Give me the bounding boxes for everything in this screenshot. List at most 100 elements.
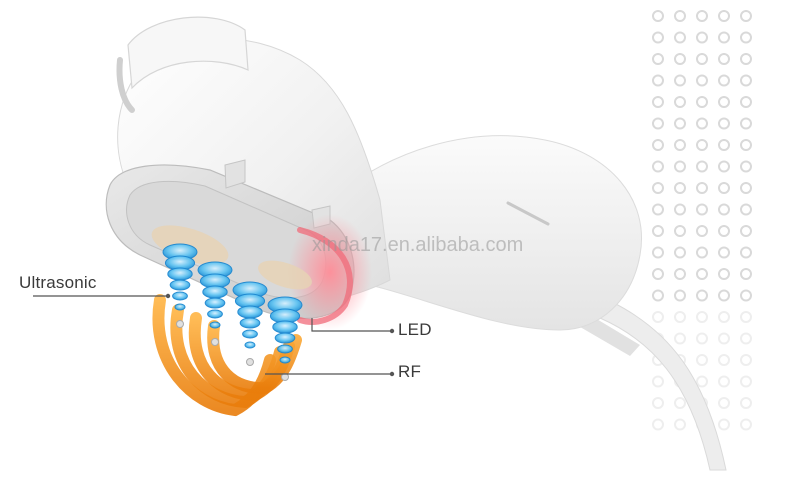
- pattern-dot: [675, 420, 685, 430]
- led-leader-dot: [390, 329, 394, 333]
- pattern-dot: [653, 269, 663, 279]
- pattern-dot: [741, 11, 751, 21]
- pattern-dot: [741, 420, 751, 430]
- pattern-dot: [697, 119, 707, 129]
- pattern-dot: [719, 248, 729, 258]
- pattern-dot: [741, 312, 751, 322]
- pattern-dot: [719, 355, 729, 365]
- pattern-dot: [697, 54, 707, 64]
- pattern-dot: [675, 97, 685, 107]
- power-cable: [600, 302, 726, 470]
- pattern-dot: [653, 162, 663, 172]
- pattern-dot: [653, 97, 663, 107]
- rf-leader-dot: [390, 372, 394, 376]
- pattern-dot: [697, 76, 707, 86]
- pattern-dot: [653, 11, 663, 21]
- pattern-dot: [697, 162, 707, 172]
- pattern-dot: [697, 97, 707, 107]
- pattern-dot: [697, 312, 707, 322]
- pattern-dot: [719, 205, 729, 215]
- pattern-dot: [697, 269, 707, 279]
- pattern-dot: [653, 377, 663, 387]
- pattern-dot: [653, 420, 663, 430]
- pattern-dot: [697, 226, 707, 236]
- pattern-dot: [653, 205, 663, 215]
- pattern-dot: [697, 291, 707, 301]
- pattern-dot: [697, 11, 707, 21]
- pattern-dot: [741, 205, 751, 215]
- pattern-dot: [719, 76, 729, 86]
- pattern-dot: [675, 183, 685, 193]
- pattern-dot: [741, 119, 751, 129]
- pattern-dot: [675, 119, 685, 129]
- pattern-dot: [741, 76, 751, 86]
- pattern-dot: [653, 76, 663, 86]
- pattern-dot: [719, 119, 729, 129]
- pattern-dot: [741, 355, 751, 365]
- pattern-dot: [719, 334, 729, 344]
- pattern-dot: [653, 398, 663, 408]
- watermark: xinda17.en.alibaba.com: [312, 234, 523, 257]
- pattern-dot: [697, 205, 707, 215]
- pattern-dot: [719, 291, 729, 301]
- pattern-dot: [719, 398, 729, 408]
- pattern-dot: [741, 269, 751, 279]
- ultrasonic-leader-dot: [166, 294, 170, 298]
- pattern-dot: [741, 97, 751, 107]
- pattern-dot: [675, 291, 685, 301]
- pattern-dot: [675, 140, 685, 150]
- pattern-dot: [675, 162, 685, 172]
- ultrasonic-label: Ultrasonic: [19, 273, 97, 293]
- pattern-dot: [653, 119, 663, 129]
- pattern-dot: [719, 162, 729, 172]
- pattern-dot: [697, 33, 707, 43]
- pattern-dot: [741, 183, 751, 193]
- pattern-dot: [675, 76, 685, 86]
- pattern-dot: [719, 33, 729, 43]
- pattern-dot: [741, 226, 751, 236]
- pattern-dot: [741, 291, 751, 301]
- pattern-dot: [653, 54, 663, 64]
- ultrasonic-cone: [233, 282, 267, 366]
- pattern-dot: [719, 183, 729, 193]
- pattern-dot: [653, 312, 663, 322]
- led-label: LED: [398, 320, 432, 340]
- pattern-dot: [675, 269, 685, 279]
- pattern-dot: [697, 140, 707, 150]
- pattern-dot: [719, 97, 729, 107]
- pattern-dot: [675, 334, 685, 344]
- pattern-dot: [653, 183, 663, 193]
- pattern-dot: [653, 226, 663, 236]
- pattern-dot: [719, 11, 729, 21]
- pattern-dot: [675, 248, 685, 258]
- pattern-dot: [697, 377, 707, 387]
- pattern-dot: [675, 205, 685, 215]
- pattern-dot: [675, 312, 685, 322]
- pattern-dot: [697, 248, 707, 258]
- pattern-dot: [675, 398, 685, 408]
- pattern-dot: [741, 140, 751, 150]
- pattern-dot: [675, 33, 685, 43]
- pattern-dot: [653, 33, 663, 43]
- pattern-dot: [719, 377, 729, 387]
- pattern-dot: [719, 226, 729, 236]
- pattern-dot: [697, 355, 707, 365]
- pattern-dot: [719, 269, 729, 279]
- pattern-dot: [653, 248, 663, 258]
- pattern-dot: [719, 420, 729, 430]
- pattern-dot: [697, 334, 707, 344]
- pattern-dot: [653, 291, 663, 301]
- pattern-dot: [675, 226, 685, 236]
- pattern-dot: [675, 54, 685, 64]
- pattern-dot: [741, 334, 751, 344]
- pattern-dot: [653, 140, 663, 150]
- pattern-dot: [741, 398, 751, 408]
- pattern-dot: [719, 140, 729, 150]
- pattern-dot: [675, 11, 685, 21]
- pattern-dot: [741, 33, 751, 43]
- pattern-dot: [741, 162, 751, 172]
- pattern-dot: [741, 377, 751, 387]
- pattern-dot: [741, 54, 751, 64]
- pattern-dot: [719, 312, 729, 322]
